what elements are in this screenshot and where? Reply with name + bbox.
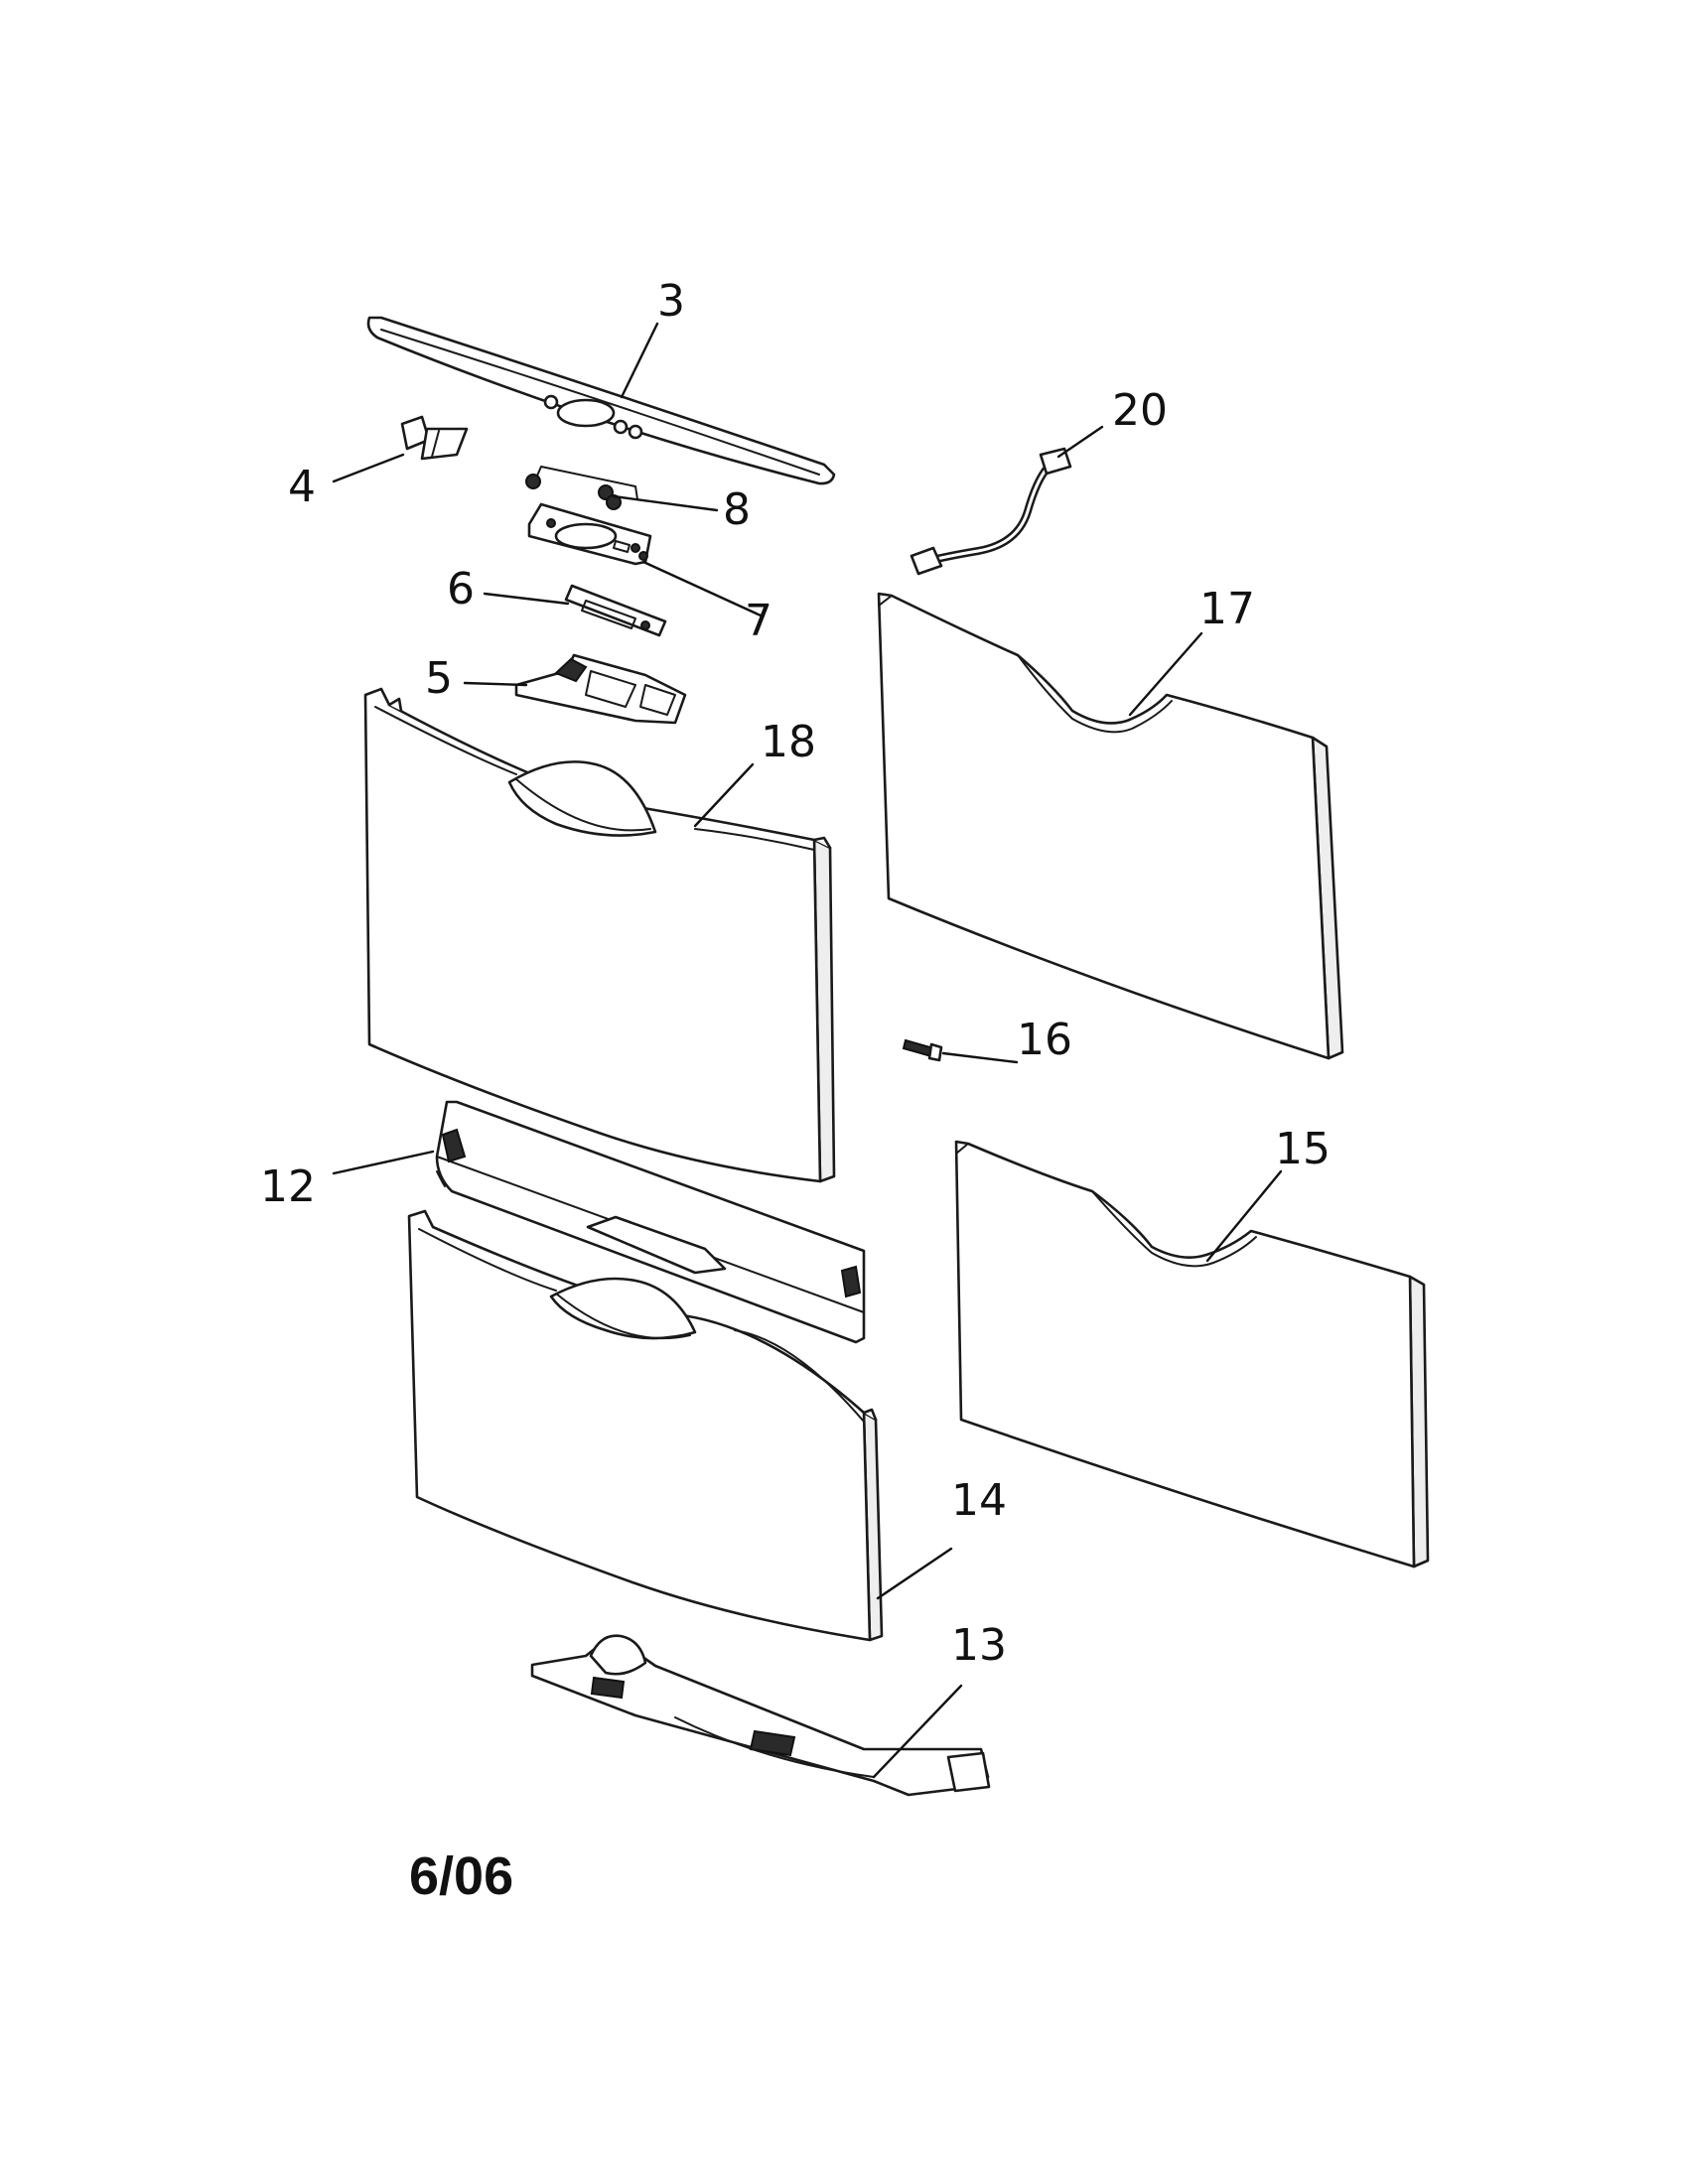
part-20-wire-harness — [910, 447, 1072, 576]
leader-3 — [620, 322, 659, 399]
leader-20 — [1056, 425, 1104, 459]
leader-16 — [941, 1051, 1019, 1064]
callout-13: 13 — [951, 1620, 1007, 1671]
callout-6: 6 — [447, 564, 475, 614]
callout-3: 3 — [657, 276, 685, 327]
part-6-control-board — [564, 584, 667, 637]
leader-12 — [332, 1150, 435, 1175]
date-code: 6/06 — [409, 1846, 513, 1906]
callout-7: 7 — [745, 596, 772, 646]
leader-18 — [693, 762, 755, 828]
part-3-control-panel-trim — [366, 316, 836, 485]
leader-13 — [872, 1684, 963, 1779]
leader-17 — [1128, 631, 1203, 717]
callout-8: 8 — [723, 484, 751, 535]
callout-15: 15 — [1275, 1124, 1331, 1174]
callout-18: 18 — [761, 717, 816, 767]
callout-16: 16 — [1017, 1015, 1072, 1065]
callout-20: 20 — [1112, 385, 1168, 436]
part-15-lower-panel — [954, 1140, 1430, 1569]
part-14-lower-drawer-front — [407, 1209, 884, 1642]
callout-4: 4 — [288, 462, 316, 512]
leader-8 — [612, 494, 719, 512]
leader-14 — [876, 1547, 953, 1600]
leader-7 — [641, 560, 763, 617]
part-7-control-housing — [527, 502, 652, 566]
leader-15 — [1205, 1169, 1283, 1263]
part-13-bottom-trim — [530, 1634, 991, 1797]
part-4-button-cluster — [400, 415, 469, 461]
part-16-screw — [902, 1038, 943, 1062]
leader-5 — [463, 681, 528, 687]
part-17-upper-panel — [877, 592, 1344, 1060]
part-8-switch-harness — [525, 466, 638, 510]
leader-lines — [332, 322, 1283, 1779]
leader-6 — [483, 592, 570, 606]
part-5-handle-bracket — [514, 653, 687, 725]
part-12-drawer-liner — [435, 1100, 866, 1344]
callout-14: 14 — [951, 1475, 1007, 1526]
part-18-upper-drawer-front — [363, 687, 836, 1183]
callout-5: 5 — [425, 653, 453, 704]
leader-4 — [332, 453, 405, 483]
callout-labels: 3 4 8 7 6 5 18 20 17 16 12 15 14 13 — [260, 276, 1331, 1671]
callout-17: 17 — [1199, 584, 1255, 634]
callout-12: 12 — [260, 1161, 316, 1212]
